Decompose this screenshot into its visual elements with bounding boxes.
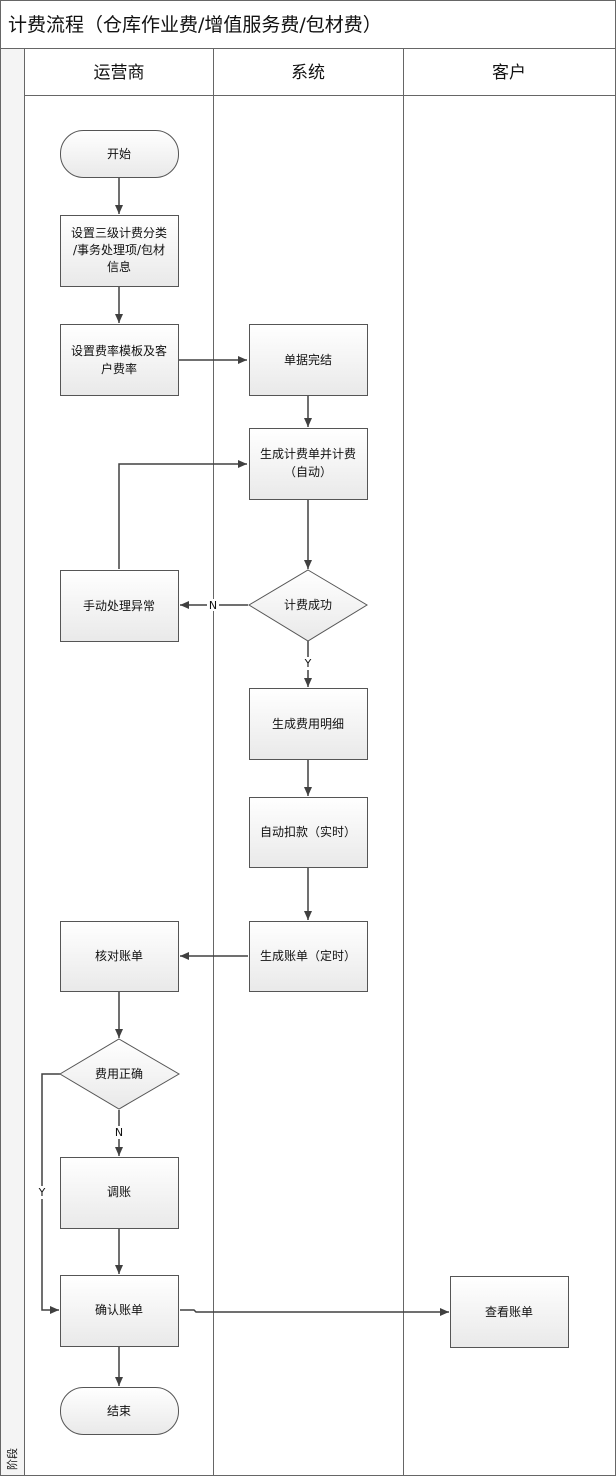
node-doc-complete-label: 单据完结 [284,352,332,367]
node-adjust-label: 调账 [107,1185,131,1199]
node-gen-bill-charge-line-2: （自动） [284,465,332,479]
node-charge-success-decision[interactable]: 计费成功 [248,569,368,642]
node-check-statement-label: 核对账单 [95,949,143,963]
node-charge-success-label: 计费成功 [284,598,332,612]
node-gen-bill-charge-line-1: 生成计费单并计费 [260,447,356,461]
node-gen-fee-detail-label: 生成费用明细 [272,717,344,731]
node-gen-statement[interactable]: 生成账单（定时） [249,921,368,992]
node-check-statement[interactable]: 核对账单 [60,921,179,992]
node-start-label: 开始 [107,147,131,161]
node-fee-correct-decision[interactable]: 费用正确 [59,1038,180,1110]
node-start[interactable]: 开始 [60,130,179,178]
node-auto-deduct[interactable]: 自动扣款（实时） [249,797,368,868]
node-setup-categories-line-2: /事务处理项/包材 [73,242,165,257]
stage-label: 阶段 [5,1448,19,1470]
lane-header-operator: 运营商 [94,63,145,83]
edge-label-fee-ok: Y [38,1186,46,1199]
node-end-label: 结束 [107,1404,131,1418]
edge-label-charge-ok: Y [304,657,312,670]
edge-label-charge-fail: N [209,599,217,612]
node-setup-rates-line-2: 户费率 [101,361,137,376]
node-manual-exception[interactable]: 手动处理异常 [60,570,179,642]
edge-label-fee-wrong: N [115,1126,123,1139]
lane-header-system: 系统 [291,63,325,83]
node-adjust[interactable]: 调账 [60,1157,179,1229]
diagram-title: 计费流程（仓库作业费/增值服务费/包材费） [8,14,382,36]
node-view-statement-label: 查看账单 [485,1305,533,1319]
node-auto-deduct-label: 自动扣款（实时） [260,824,356,839]
node-gen-statement-label: 生成账单（定时） [260,948,356,963]
node-gen-bill-charge[interactable]: 生成计费单并计费 （自动） [249,428,368,500]
node-doc-complete[interactable]: 单据完结 [249,324,368,396]
node-setup-categories-line-1: 设置三级计费分类 [71,226,167,240]
edge-manual-to-genbill [118,460,247,569]
node-setup-categories-line-3: 信息 [107,259,131,274]
edge-confirm-to-view [180,1308,449,1316]
node-confirm-statement-label: 确认账单 [95,1303,143,1317]
node-setup-rates[interactable]: 设置费率模板及客 户费率 [60,324,179,396]
lane-header-customer: 客户 [492,63,526,83]
node-setup-rates-line-1: 设置费率模板及客 [71,343,167,358]
node-manual-exception-label: 手动处理异常 [83,599,155,613]
node-view-statement[interactable]: 查看账单 [450,1276,569,1348]
node-setup-categories[interactable]: 设置三级计费分类 /事务处理项/包材 信息 [60,215,179,287]
node-fee-correct-label: 费用正确 [95,1067,143,1081]
node-confirm-statement[interactable]: 确认账单 [60,1275,179,1347]
node-end[interactable]: 结束 [60,1387,179,1435]
node-gen-fee-detail[interactable]: 生成费用明细 [249,688,368,760]
